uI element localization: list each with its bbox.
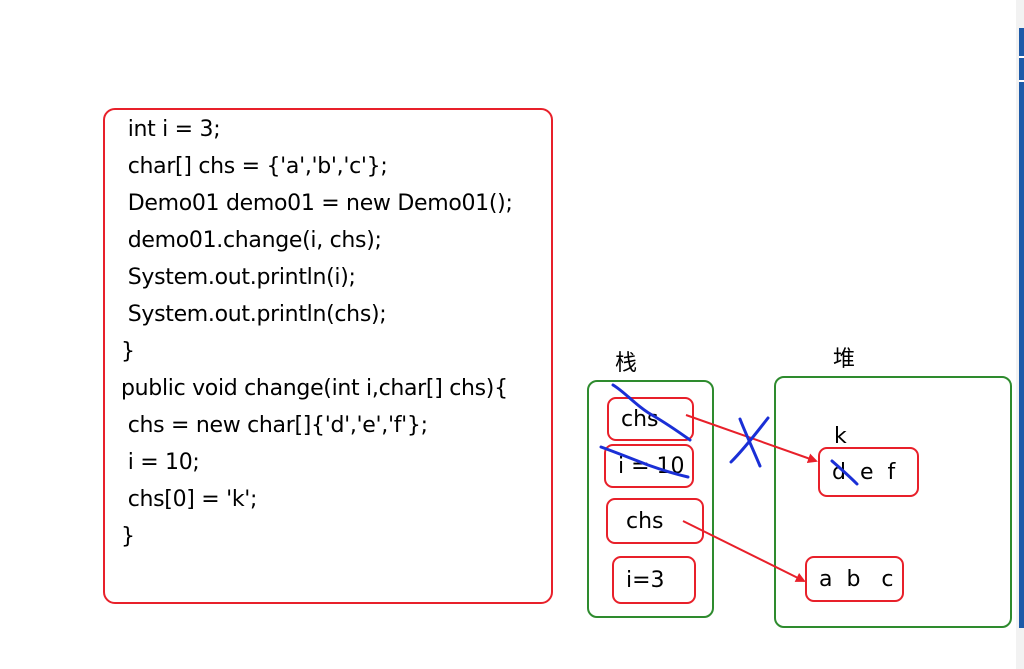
- stack-cell-label: chs: [621, 406, 659, 432]
- code-line-12: }: [121, 524, 135, 549]
- code-line-8: public void change(int i,char[] chs){: [121, 376, 508, 401]
- stack-cell-label: chs: [626, 508, 664, 534]
- code-line-10: i = 10;: [121, 450, 200, 475]
- heap-array-abc: a b c: [805, 556, 904, 602]
- heap-array-label: a b c: [819, 566, 894, 592]
- code-line-9: chs = new char[]{'d','e','f'};: [121, 413, 428, 438]
- stack-cell-chs-method: chs: [607, 397, 694, 441]
- stack-cell-label: i = 10: [618, 453, 685, 479]
- code-line-4: demo01.change(i, chs);: [121, 228, 382, 253]
- stack-label: 栈: [615, 351, 638, 376]
- stack-cell-label: i=3: [626, 567, 665, 593]
- heap-overwrite-k: k: [834, 424, 847, 449]
- code-line-11: chs[0] = 'k';: [121, 487, 258, 512]
- window-edge-tick: [1019, 80, 1024, 82]
- code-line-7: }: [121, 339, 135, 364]
- window-edge-tick: [1019, 56, 1024, 58]
- stack-cell-i-method: i = 10: [604, 444, 694, 488]
- cross-arrow-mark-2: [729, 416, 770, 464]
- heap-box: [774, 376, 1012, 628]
- code-line-2: char[] chs = {'a','b','c'};: [121, 154, 388, 179]
- stack-cell-chs-main: chs: [606, 498, 704, 544]
- code-line-1: int i = 3;: [121, 117, 221, 142]
- heap-label: 堆: [833, 347, 856, 372]
- stack-box: [587, 380, 714, 618]
- window-edge-strip: [1019, 28, 1024, 628]
- code-line-3: Demo01 demo01 = new Demo01();: [121, 191, 513, 216]
- code-panel: [103, 108, 553, 604]
- heap-array-label: d e f: [832, 459, 896, 485]
- stack-cell-i-main: i=3: [612, 556, 696, 604]
- code-line-5: System.out.println(i);: [121, 265, 356, 290]
- cross-arrow-mark-1: [738, 417, 762, 468]
- code-line-6: System.out.println(chs);: [121, 302, 387, 327]
- heap-array-def: d e f: [818, 447, 919, 497]
